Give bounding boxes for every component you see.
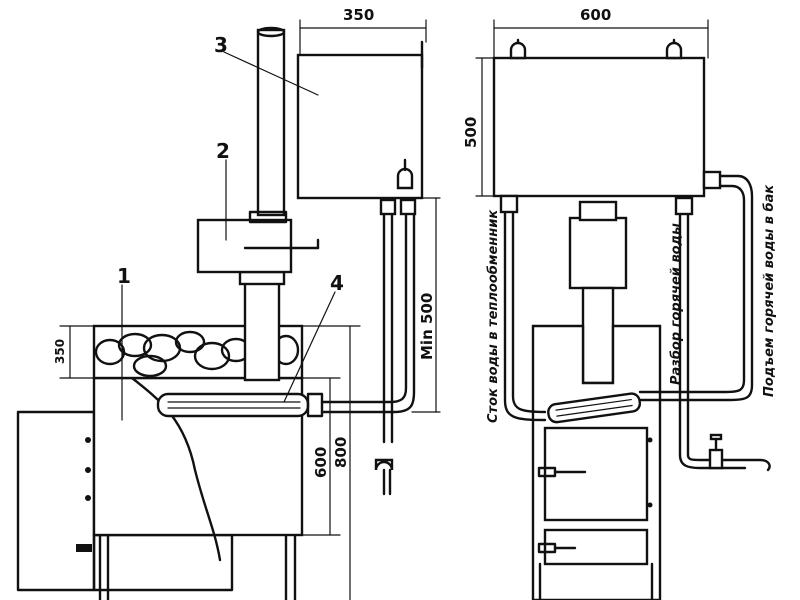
front-dimensions [475, 19, 709, 197]
front-upper-door [543, 426, 649, 522]
firebox-tube [156, 392, 310, 418]
chimney-upper [256, 28, 286, 217]
leader-4 [283, 291, 336, 403]
callout-4: 4 [330, 271, 344, 295]
dim-stone-layer: 350 [53, 339, 67, 364]
dim-tank-width-front: 600 [580, 6, 611, 24]
wall-bolt [85, 467, 91, 473]
dim-firebox-height: 600 [312, 447, 330, 478]
dim-tank-height: 500 [462, 117, 480, 148]
callout-3: 3 [214, 33, 228, 57]
dim-min-gap: Min 500 [418, 293, 436, 360]
callout-1: 1 [117, 264, 131, 288]
dim-tank-width-side: 350 [343, 6, 374, 24]
hot-rise-pipe [638, 170, 754, 402]
drain-pipe [499, 194, 547, 422]
wall-bolt [85, 437, 91, 443]
wall-bolt [85, 495, 91, 501]
label-hot-rise: Подъем горячей воды в бак [762, 184, 777, 397]
cutaway-line [130, 376, 222, 562]
side-pipes [320, 158, 417, 496]
front-chimney-box [568, 216, 628, 290]
front-chimney-top [578, 200, 618, 222]
callout-2: 2 [216, 139, 230, 163]
chimney-top [256, 26, 286, 38]
dim-total-height: 800 [332, 437, 350, 468]
heat-exchanger-box [196, 218, 293, 274]
labels: 350 600 500 350 600 800 Min 500 1 2 3 4 … [53, 6, 777, 478]
hot-draw-pipe [674, 196, 771, 472]
chimney-collar [238, 270, 286, 286]
water-tank-front [492, 56, 706, 198]
chimney-lower [243, 278, 281, 382]
heat-exchanger-collar [248, 210, 288, 224]
label-hot-draw: Разбор горячей воды [669, 223, 684, 385]
wall-panel [16, 410, 96, 592]
leader-3 [223, 51, 319, 96]
front-chimney-pipe [581, 286, 615, 385]
label-drain: Сток воды в теплообменник [486, 209, 501, 423]
wall-panel-lower [92, 533, 234, 592]
door-hinge [647, 502, 653, 508]
door-hinge [647, 437, 653, 443]
tube-flange [306, 392, 324, 418]
side-view [16, 19, 441, 600]
tank-top-fittings [509, 38, 683, 60]
front-view [475, 19, 771, 600]
side-dimensions [59, 19, 441, 600]
water-tank-side [296, 53, 424, 200]
front-tube [547, 392, 642, 424]
wall-latch [76, 544, 92, 552]
